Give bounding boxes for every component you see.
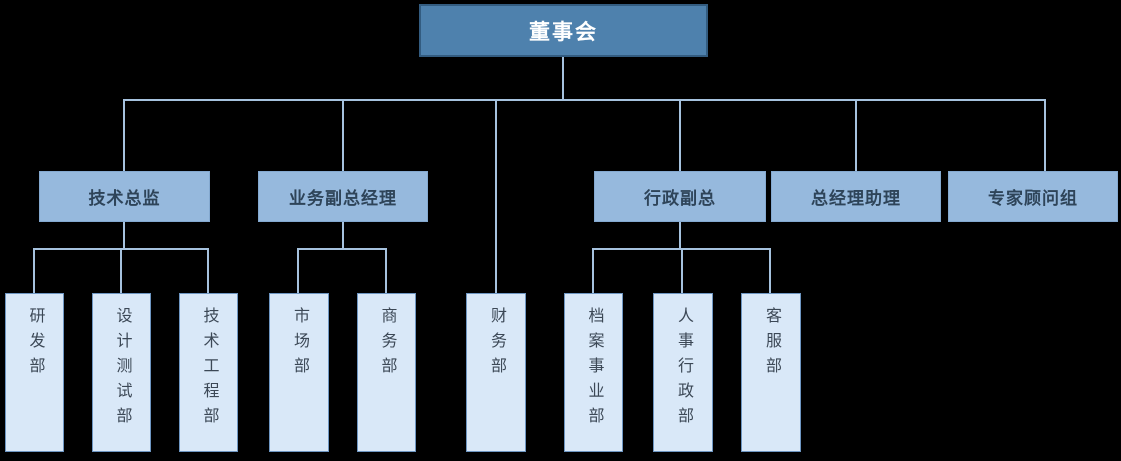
node-tech-engineering-dept-label: 技术工程部 (200, 307, 218, 432)
connector-drop-expert (1044, 99, 1046, 173)
node-board-of-directors[interactable]: 董事会 (419, 4, 708, 57)
node-rd-dept-label: 研发部 (26, 307, 44, 382)
node-business-vice-gm[interactable]: 业务副总经理 (258, 171, 428, 222)
connector-drop-design (120, 248, 122, 293)
node-customer-service-dept-label: 客服部 (763, 307, 780, 382)
connector-biz-stem (342, 222, 344, 248)
node-finance-dept-label: 财务部 (488, 307, 505, 382)
connector-admin-stem (679, 222, 681, 248)
connector-drop-service (769, 248, 771, 293)
node-tech-director[interactable]: 技术总监 (39, 171, 210, 222)
node-design-test-dept[interactable]: 设计测试部 (92, 293, 151, 452)
connector-biz-rail (297, 248, 387, 250)
node-expert-advisory-group[interactable]: 专家顾问组 (948, 171, 1118, 222)
node-commerce-dept-label: 商务部 (378, 307, 396, 382)
node-marketing-dept[interactable]: 市场部 (269, 293, 329, 452)
node-marketing-dept-label: 市场部 (291, 307, 308, 382)
node-customer-service-dept[interactable]: 客服部 (741, 293, 801, 452)
connector-drop-biz (342, 99, 344, 171)
node-admin-vice-president[interactable]: 行政副总 (594, 171, 766, 222)
connector-drop-assistant (855, 99, 857, 171)
connector-tech-stem (123, 222, 125, 248)
connector-drop-market (297, 248, 299, 293)
node-archives-business-dept-label: 档案事业部 (585, 307, 603, 432)
node-finance-dept[interactable]: 财务部 (466, 293, 526, 452)
node-archives-business-dept[interactable]: 档案事业部 (564, 293, 623, 452)
connector-drop-rd (33, 248, 35, 293)
node-board-label: 董事会 (529, 20, 598, 44)
connector-root-stem (562, 57, 564, 99)
connector-drop-commerce (385, 248, 387, 293)
node-admin-vice-president-label: 行政副总 (644, 189, 716, 208)
connector-drop-finance (495, 99, 497, 293)
node-tech-director-label: 技术总监 (88, 189, 161, 208)
node-commerce-dept[interactable]: 商务部 (357, 293, 416, 452)
connector-drop-tech (123, 99, 125, 171)
node-tech-engineering-dept[interactable]: 技术工程部 (179, 293, 238, 452)
node-design-test-dept-label: 设计测试部 (113, 307, 131, 432)
node-hr-admin-dept[interactable]: 人事行政部 (653, 293, 713, 452)
node-rd-dept[interactable]: 研发部 (5, 293, 64, 452)
node-gm-assistant[interactable]: 总经理助理 (771, 171, 941, 222)
node-gm-assistant-label: 总经理助理 (811, 189, 901, 208)
node-expert-advisory-group-label: 专家顾问组 (988, 189, 1078, 208)
connector-drop-archives (592, 248, 594, 293)
connector-drop-hr (681, 248, 683, 293)
connector-main-rail (123, 99, 1046, 101)
node-business-vice-gm-label: 业务副总经理 (289, 189, 397, 208)
connector-drop-eng (207, 248, 209, 293)
connector-drop-admin (679, 99, 681, 171)
node-hr-admin-dept-label: 人事行政部 (675, 307, 692, 432)
